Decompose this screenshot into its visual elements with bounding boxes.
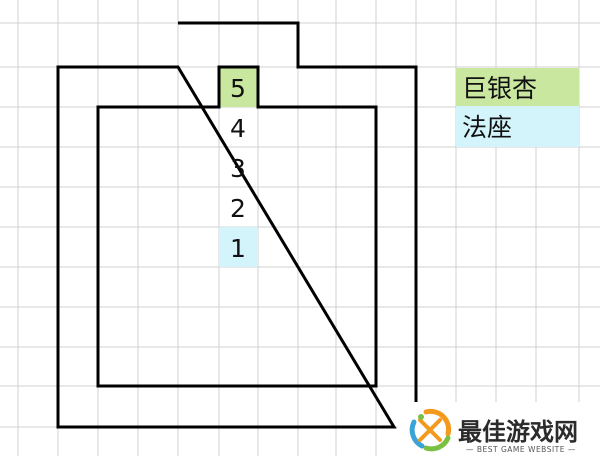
watermark-title: 最佳游戏网 (458, 418, 578, 446)
slot-label-1: 1 (230, 234, 246, 263)
outer-wall (56, 21, 418, 429)
watermark-subtitle: — BEST GAME WEBSITE — (466, 445, 576, 454)
slot-highlight-5 (219, 67, 258, 107)
slot-label-5: 5 (230, 74, 246, 103)
slot-label-2: 2 (230, 194, 246, 223)
game-logo-icon (409, 408, 452, 452)
slot-label-4: 4 (230, 114, 246, 143)
slot-highlight-1 (219, 227, 258, 267)
legend-swatch-altar (456, 106, 579, 147)
legend-label-ginkgo: 巨银杏 (462, 74, 537, 103)
watermark: 最佳游戏网 — BEST GAME WEBSITE — (398, 402, 600, 456)
legend-swatch-ginkgo (456, 68, 579, 106)
inner-wall (96, 65, 378, 388)
legend-label-altar: 法座 (462, 113, 512, 142)
slot-label-3: 3 (230, 154, 246, 183)
